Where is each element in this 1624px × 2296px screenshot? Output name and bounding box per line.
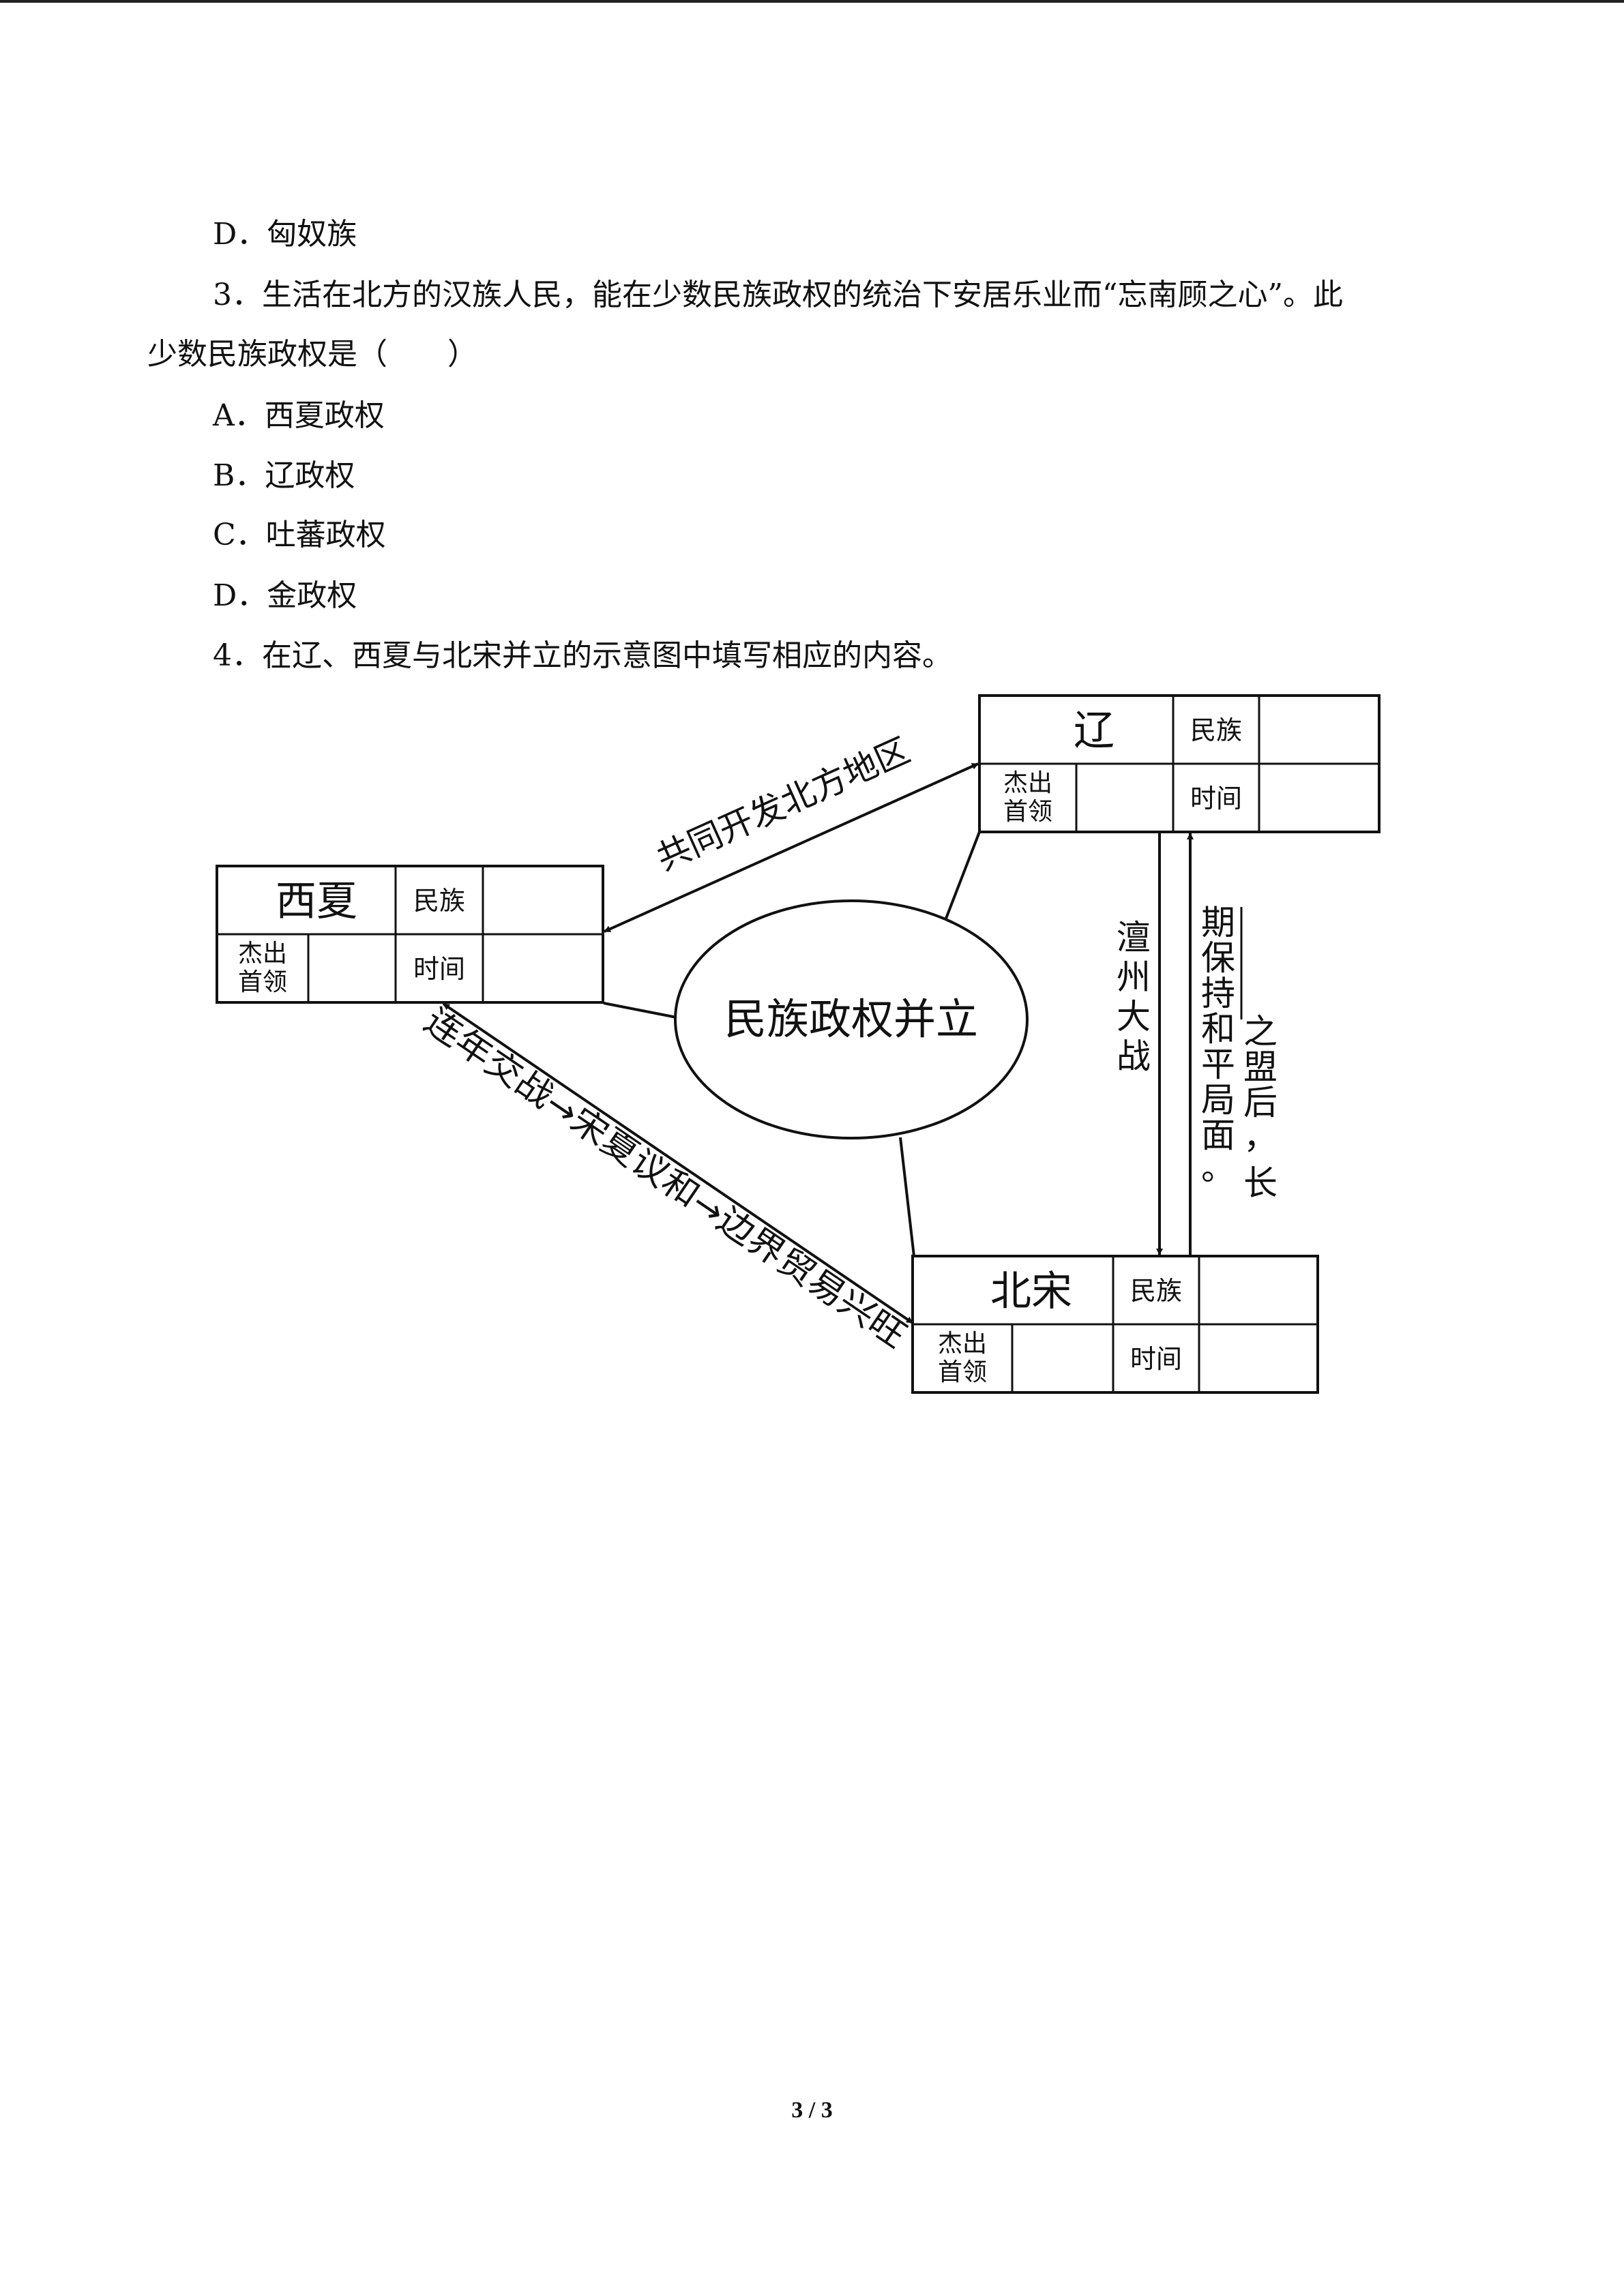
alliance-char: 后 — [1243, 1083, 1278, 1122]
q3-stem-line1: 3．生活在北方的汉族人民，能在少数民族政权的统治下安居乐业而“忘南顾之心”。此 — [213, 278, 1343, 312]
alliance-char: 期 — [1201, 903, 1235, 942]
alliance-char: 和 — [1201, 1009, 1235, 1049]
connector-beisong — [899, 1137, 915, 1257]
beisong-table: 北宋 民族 杰出 首领 时间 — [911, 1255, 1319, 1394]
beisong-time-label: 时间 — [1130, 1344, 1182, 1374]
xixia-name: 西夏 — [276, 878, 357, 925]
liao-time-label: 时间 — [1190, 784, 1242, 814]
xixia-ethnic-label: 民族 — [413, 886, 465, 916]
alliance-char: 持 — [1201, 974, 1235, 1013]
alliance-char: ， — [1243, 1117, 1278, 1157]
page-number: 3 / 3 — [791, 2098, 833, 2123]
arrow-xixia-beisong — [442, 1002, 914, 1324]
label-chanzhou: 澶 州 大 战 — [1117, 918, 1151, 1076]
q3-option-a: A．西夏政权 — [213, 398, 385, 433]
label-liao-xixia: 共同开发北方地区 — [651, 730, 916, 878]
chanzhou-char: 大 — [1117, 997, 1151, 1037]
liao-ethnic-label: 民族 — [1190, 715, 1242, 745]
q2-option-d: D．匈奴族 — [213, 217, 357, 252]
q3-option-d: D．金政权 — [213, 578, 357, 613]
alliance-char: 之 — [1243, 1012, 1278, 1052]
liao-table: 辽 民族 杰出 首领 时间 — [978, 694, 1381, 833]
xixia-leader-line2: 首领 — [238, 968, 287, 996]
xixia-time-label: 时间 — [413, 954, 465, 984]
arrow-liao-xixia — [604, 762, 979, 933]
alliance-char: 保 — [1201, 938, 1235, 978]
alliance-char: 盟 — [1243, 1047, 1278, 1087]
liao-leader-line1: 杰出 — [1003, 769, 1052, 797]
alliance-char: 面 — [1201, 1116, 1235, 1155]
alliance-char: 局 — [1201, 1080, 1235, 1120]
chanzhou-char: 州 — [1117, 957, 1151, 997]
beisong-leader-line1: 杰出 — [938, 1330, 987, 1358]
label-alliance-col2: 之 盟 后 ， 长 — [1243, 1012, 1278, 1203]
alliance-char: 平 — [1201, 1045, 1235, 1084]
liao-leader-line2: 首领 — [1003, 798, 1052, 826]
chanzhou-char: 澶 — [1117, 918, 1151, 957]
q4-stem: 4．在辽、西夏与北宋并立的示意图中填写相应的内容。 — [213, 638, 952, 673]
xixia-leader-line1: 杰出 — [238, 940, 287, 968]
connector-xixia — [603, 1002, 677, 1019]
connector-liao — [943, 831, 981, 923]
alliance-char: 长 — [1243, 1163, 1278, 1203]
chanzhou-char: 战 — [1117, 1037, 1151, 1076]
q3-option-b: B．辽政权 — [213, 458, 355, 493]
center-label: 民族政权并立 — [724, 994, 978, 1044]
label-alliance-col1: 期 保 持 和 平 局 面 。 — [1201, 903, 1235, 1188]
liao-name: 辽 — [1074, 707, 1114, 755]
alliance-char: 。 — [1201, 1148, 1235, 1188]
beisong-name: 北宋 — [990, 1268, 1072, 1315]
q3-option-c: C．吐蕃政权 — [213, 518, 386, 552]
q3-stem-line2: 少数民族政权是（ ） — [147, 337, 477, 372]
beisong-leader-line2: 首领 — [938, 1358, 987, 1386]
xixia-table: 西夏 民族 杰出 首领 时间 — [216, 865, 604, 1004]
beisong-ethnic-label: 民族 — [1130, 1276, 1182, 1306]
top-border — [0, 0, 1624, 3]
